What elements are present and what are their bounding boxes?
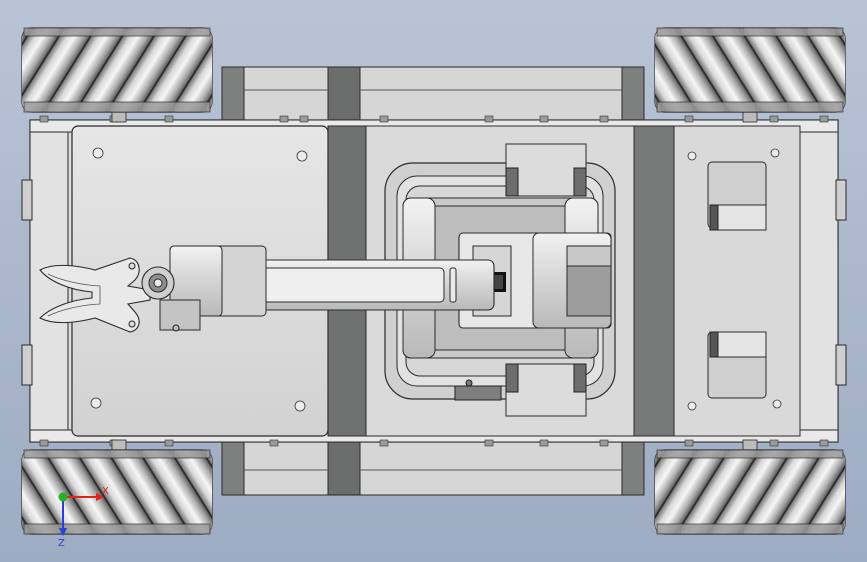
wheel-roller [173, 450, 212, 534]
wheel-roller [141, 28, 212, 112]
wheel-roller [743, 450, 821, 534]
wheel-front-right [654, 27, 846, 113]
wheel-roller [806, 450, 845, 534]
wheel-roller [22, 450, 61, 534]
wheel-roller [22, 28, 93, 112]
wheel-roller [655, 28, 726, 112]
wheel-roller [22, 28, 61, 112]
wheel-roller [679, 28, 757, 112]
z-axis-label: Z [58, 538, 65, 549]
wheel-roller [46, 28, 124, 112]
wheel-roller [806, 28, 845, 112]
wheel-roller [711, 450, 789, 534]
wheel-roller [655, 450, 694, 534]
wheel-roller [711, 28, 789, 112]
wheel-front-left [21, 27, 213, 113]
x-axis-label: X [102, 486, 109, 497]
wheel-rear-right [654, 449, 846, 535]
wheel-roller [655, 28, 694, 112]
wheel-roller [743, 28, 821, 112]
wheel-roller [78, 450, 156, 534]
wheel-roller [141, 450, 212, 534]
wheel-rear-left [21, 449, 213, 535]
wheel-roller [655, 450, 726, 534]
coordinate-triad: X Z [58, 486, 109, 549]
wheel-roller [774, 28, 845, 112]
gripper [39, 257, 175, 333]
x-axis-head [96, 493, 104, 501]
wheel-roller [110, 450, 188, 534]
wheel-roller [679, 450, 757, 534]
y-axis-dot [58, 492, 68, 502]
wheel-roller [173, 28, 212, 112]
wheel-roller [46, 450, 124, 534]
wheel-roller [774, 450, 845, 534]
z-axis-head [59, 528, 67, 536]
wheel-roller [78, 28, 156, 112]
robot-arm [159, 232, 612, 332]
wheel-roller [22, 450, 93, 534]
wheel-roller [110, 28, 188, 112]
